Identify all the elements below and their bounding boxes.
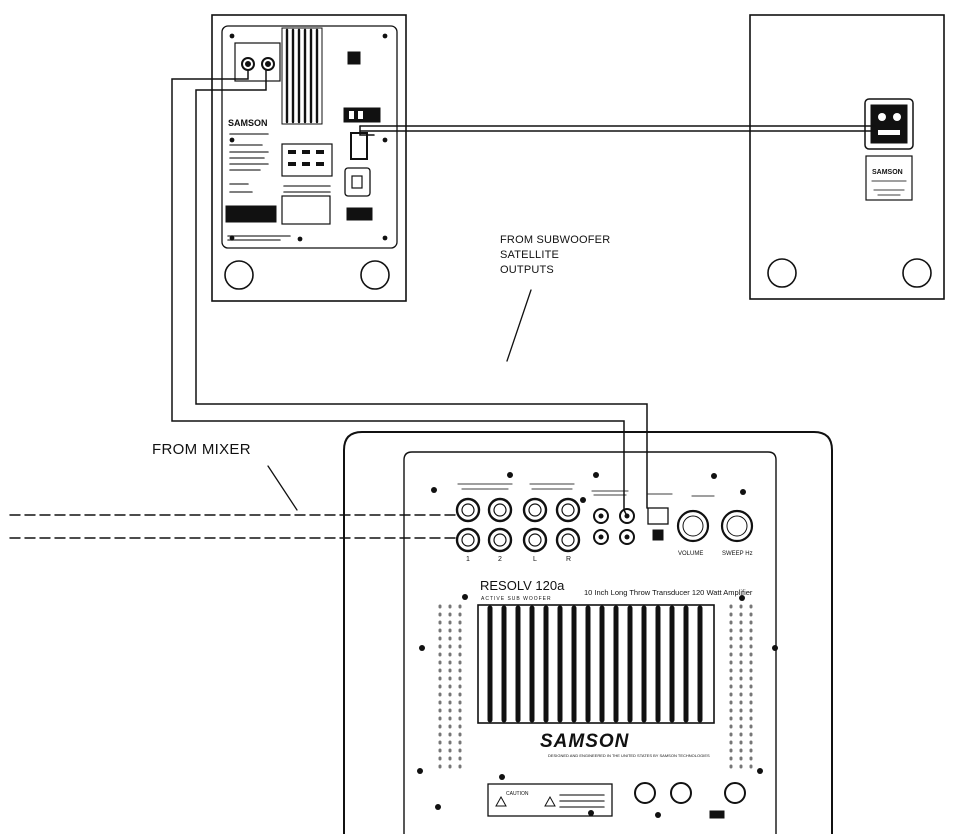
speaker-cable bbox=[359, 125, 876, 136]
subwoofer: 1 2 L R VOLUME SWEEP Hz RESOLV 120a ACTI… bbox=[343, 431, 833, 835]
jack-label-1: 1 bbox=[466, 556, 470, 563]
left-monitor-brand: SAMSON bbox=[228, 118, 268, 128]
model-subtitle: ACTIVE SUB WOOFER bbox=[481, 596, 552, 602]
satellite-callout-leader bbox=[506, 289, 532, 362]
right-monitor: SAMSON bbox=[749, 14, 945, 300]
satellite-outputs-label: FROM SUBWOOFER SATELLITE OUTPUTS bbox=[500, 233, 610, 278]
satellite-label-line-1: FROM SUBWOOFER bbox=[500, 234, 611, 246]
subwoofer-brand: SAMSON bbox=[540, 731, 630, 752]
jack-label-l: L bbox=[533, 556, 537, 563]
satellite-label-line-2: SATELLITE bbox=[500, 249, 560, 261]
sweep-knob-label: SWEEP Hz bbox=[722, 551, 753, 557]
subwoofer-brand-subtext: DESIGNED AND ENGINEERED IN THE UNITED ST… bbox=[548, 753, 710, 758]
jack-label-r: R bbox=[566, 556, 571, 563]
mixer-callout-leader bbox=[267, 465, 298, 511]
volume-knob-label: VOLUME bbox=[678, 551, 703, 557]
right-monitor-brand: SAMSON bbox=[872, 169, 903, 176]
warning-title: CAUTION bbox=[506, 791, 529, 797]
panel-caption: 10 Inch Long Throw Transducer 120 Watt A… bbox=[584, 588, 753, 597]
satellite-output-cables bbox=[171, 69, 648, 517]
model-badge: RESOLV 120a bbox=[480, 578, 565, 593]
mixer-input-cables bbox=[9, 514, 458, 539]
mixer-label: FROM MIXER bbox=[152, 441, 251, 458]
left-monitor: SAMSON bbox=[211, 14, 407, 302]
jack-label-2: 2 bbox=[498, 556, 502, 563]
satellite-label-line-3: OUTPUTS bbox=[500, 264, 554, 276]
